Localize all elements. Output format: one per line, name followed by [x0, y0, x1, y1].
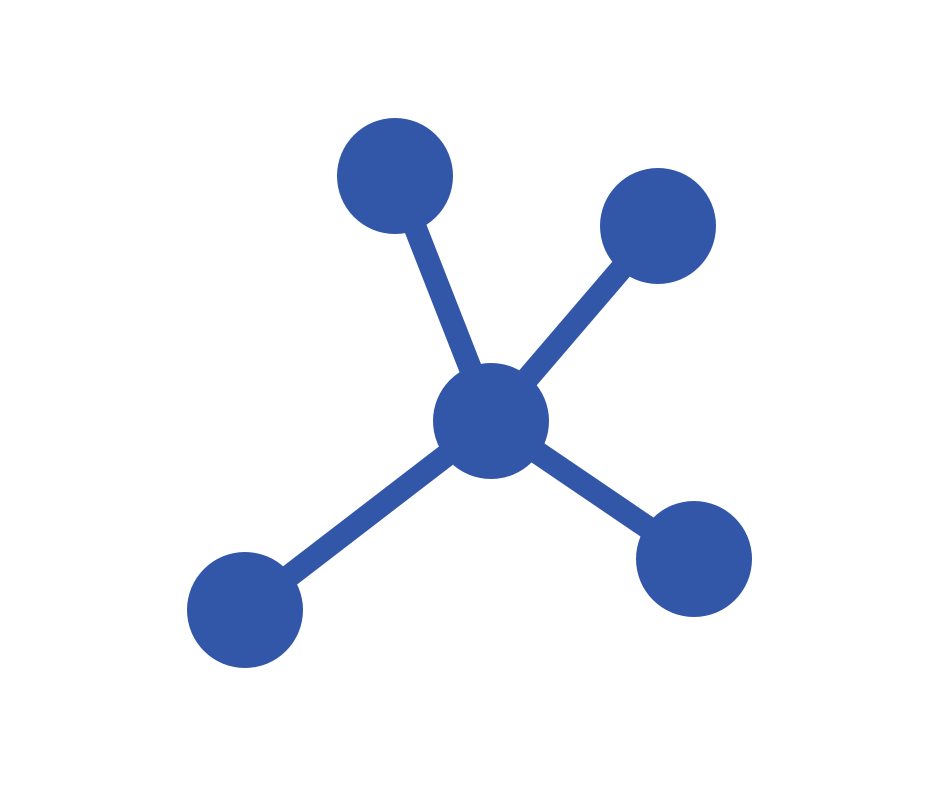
node-top-right: [600, 168, 716, 284]
nodes-layer: [187, 118, 752, 668]
node-bottom-right: [636, 501, 752, 617]
node-bottom-left: [187, 552, 303, 668]
node-top-left: [337, 118, 453, 234]
node-center: [433, 363, 549, 479]
